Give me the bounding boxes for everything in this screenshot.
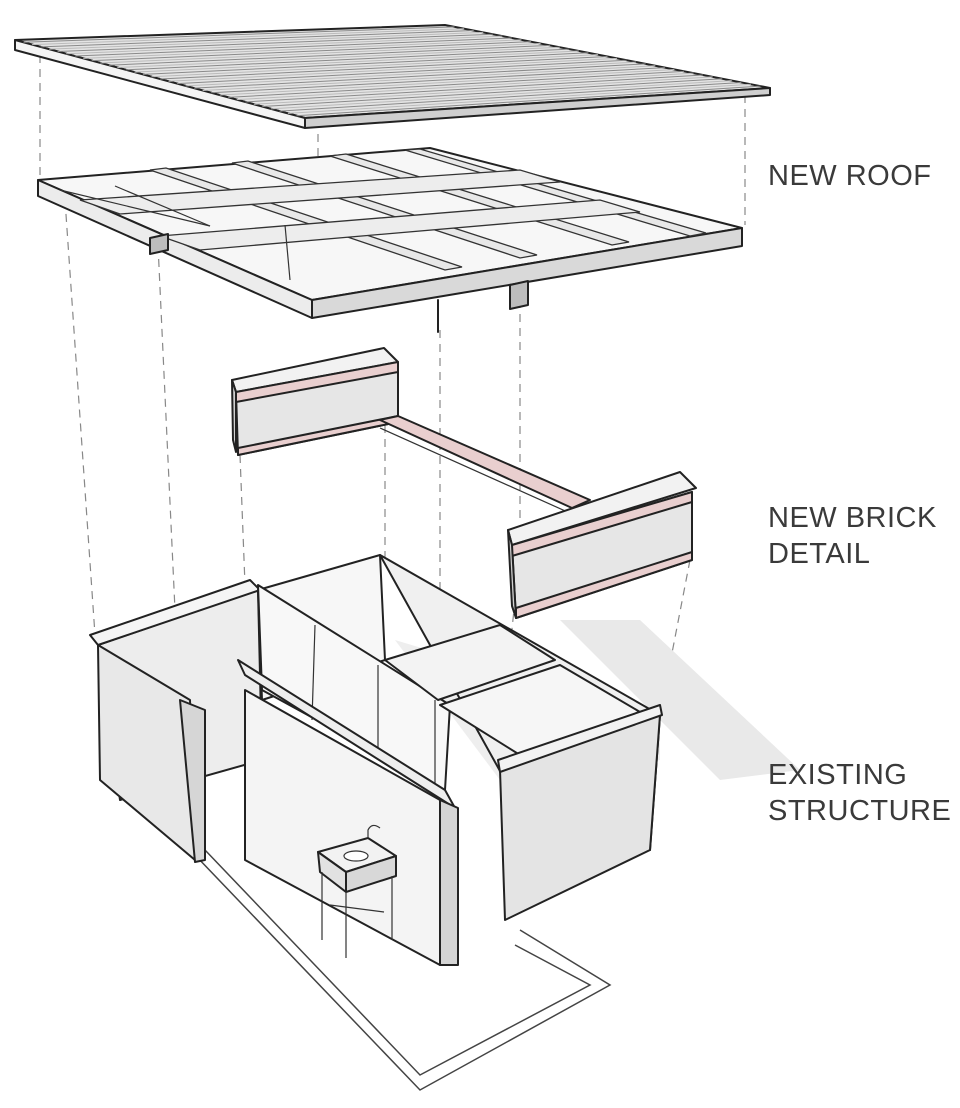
roof-rib	[108, 44, 551, 66]
roof-rib	[168, 57, 618, 82]
roof-rib	[125, 48, 570, 71]
roof-rib	[219, 68, 675, 96]
brick-detail	[231, 347, 697, 619]
label-new-brick-detail-line2: DETAIL	[768, 538, 871, 570]
roof-rib	[228, 70, 684, 98]
roof-rib	[236, 72, 694, 101]
roof-rib	[202, 65, 656, 91]
roof-frame	[37, 147, 743, 333]
utility-sink	[317, 824, 397, 958]
label-new-brick-detail-line1: NEW BRICK	[768, 502, 937, 534]
roof-rib	[253, 76, 713, 105]
label-new-brick-detail: NEW BRICK DETAIL	[768, 500, 937, 572]
roof-rib	[49, 31, 484, 50]
roof-rib	[185, 61, 637, 87]
roof-rib	[287, 83, 751, 114]
roof-rib	[279, 81, 742, 112]
label-existing-structure-line2: STRUCTURE	[768, 795, 952, 827]
roof-rib	[74, 37, 512, 57]
roof-rib	[57, 33, 493, 52]
roof-rib	[100, 43, 541, 64]
roof-rib	[270, 80, 732, 110]
roof-rib	[134, 50, 579, 73]
roof-rib	[40, 30, 474, 48]
roof-rib	[262, 78, 723, 108]
roof-rib	[117, 46, 560, 69]
roof-rib	[211, 67, 665, 94]
roof-rib	[32, 28, 465, 46]
roof-rib	[177, 59, 627, 85]
roof-rib	[23, 26, 455, 43]
roof-rib	[66, 35, 503, 55]
roof-corrugation	[23, 26, 761, 117]
roof-rib	[151, 54, 598, 78]
label-existing-structure: EXISTING STRUCTURE	[768, 757, 951, 829]
roof-rib	[159, 56, 608, 80]
existing-structure	[89, 554, 800, 1091]
label-existing-structure-line1: EXISTING	[768, 759, 908, 791]
roof-rib	[296, 85, 761, 117]
roof-rib	[194, 63, 646, 89]
roof-rib	[142, 52, 589, 75]
roof-rib	[91, 41, 532, 62]
label-new-roof-line1: NEW ROOF	[768, 160, 932, 192]
roof-rib	[245, 74, 704, 103]
label-new-roof: NEW ROOF	[768, 158, 932, 194]
roof-rib	[83, 39, 522, 59]
roof-sheet	[14, 24, 771, 129]
